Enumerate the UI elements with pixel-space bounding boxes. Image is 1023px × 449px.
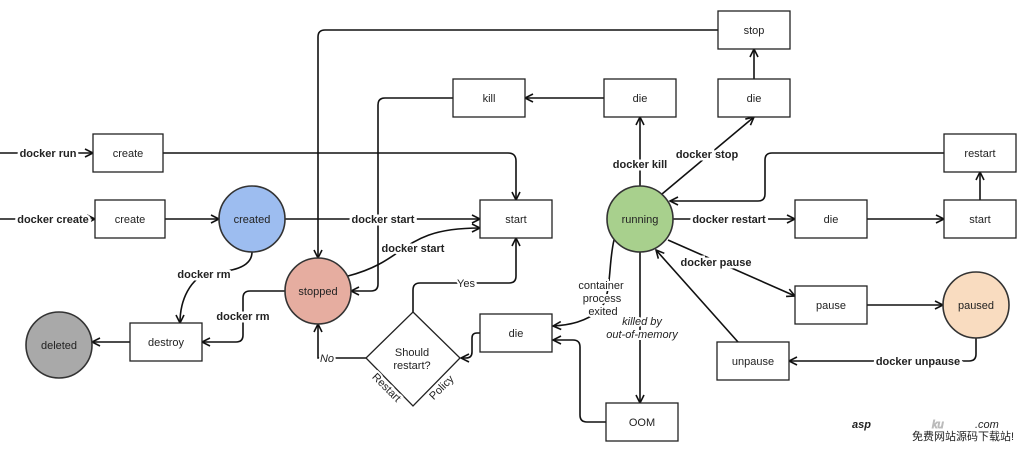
svg-text:docker stop: docker stop — [676, 149, 739, 161]
box-start: start — [479, 199, 553, 239]
svg-text:die: die — [633, 93, 648, 105]
box-pause: pause — [794, 285, 868, 325]
svg-text:killed by: killed by — [622, 316, 663, 328]
box-die-stop: die — [717, 78, 791, 118]
svg-text:docker pause: docker pause — [681, 257, 752, 269]
svg-text:running: running — [622, 214, 659, 226]
svg-text:destroy: destroy — [148, 337, 185, 349]
svg-text:deleted: deleted — [41, 340, 77, 352]
svg-text:out-of-memory: out-of-memory — [606, 329, 679, 341]
command-labels: docker run docker create docker start do… — [15, 146, 963, 371]
svg-text:stop: stop — [744, 25, 765, 37]
svg-text:docker rm: docker rm — [177, 269, 230, 281]
svg-text:ku: ku — [932, 419, 944, 431]
svg-text:docker start: docker start — [382, 243, 445, 255]
svg-text:die: die — [824, 214, 839, 226]
svg-text:restart?: restart? — [393, 360, 430, 372]
svg-text:docker create: docker create — [17, 214, 89, 226]
svg-text:die: die — [509, 328, 524, 340]
annotations: container process exited killed by out-o… — [576, 278, 681, 343]
state-created: created — [218, 185, 286, 253]
svg-text:Should: Should — [395, 347, 429, 359]
box-unpause: unpause — [716, 341, 790, 381]
state-running: running — [606, 185, 674, 253]
svg-text:exited: exited — [588, 306, 617, 318]
box-create-run: create — [92, 133, 164, 173]
svg-text:Yes: Yes — [457, 278, 475, 290]
box-kill: kill — [452, 78, 526, 118]
box-oom: OOM — [605, 402, 679, 442]
svg-text:pause: pause — [816, 300, 846, 312]
state-deleted: deleted — [25, 311, 93, 379]
svg-text:process: process — [583, 293, 622, 305]
svg-text:die: die — [747, 93, 762, 105]
svg-text:start: start — [505, 214, 526, 226]
svg-text:免费网站源码下载站!: 免费网站源码下载站! — [912, 429, 1014, 443]
box-die-exit: die — [479, 313, 553, 353]
svg-text:asp: asp — [852, 419, 871, 431]
box-create-create: create — [94, 199, 166, 239]
box-stop: stop — [717, 10, 791, 50]
svg-text:.com: .com — [975, 419, 999, 431]
svg-text:docker rm: docker rm — [216, 311, 269, 323]
svg-text:container: container — [578, 280, 624, 292]
svg-text:unpause: unpause — [732, 356, 774, 368]
svg-text:restart: restart — [964, 148, 995, 160]
svg-text:stopped: stopped — [298, 286, 337, 298]
svg-text:paused: paused — [958, 300, 994, 312]
box-start-restart: start — [943, 199, 1017, 239]
svg-text:create: create — [113, 148, 144, 160]
svg-text:docker start: docker start — [352, 214, 415, 226]
svg-text:docker restart: docker restart — [692, 214, 766, 226]
box-restart: restart — [943, 133, 1017, 173]
svg-text:start: start — [969, 214, 990, 226]
svg-text:docker unpause: docker unpause — [876, 356, 960, 368]
svg-text:OOM: OOM — [629, 417, 655, 429]
svg-text:docker run: docker run — [20, 148, 77, 160]
watermark-logo: asp ku .com 免费网站源码下载站! — [852, 419, 1014, 444]
svg-text:docker kill: docker kill — [613, 159, 667, 171]
box-destroy: destroy — [129, 322, 203, 362]
svg-text:kill: kill — [483, 93, 496, 105]
box-die-restart: die — [794, 199, 868, 239]
edges — [0, 29, 980, 423]
svg-text:created: created — [234, 214, 271, 226]
box-die-kill: die — [603, 78, 677, 118]
svg-text:create: create — [115, 214, 146, 226]
svg-text:No: No — [320, 353, 334, 365]
state-stopped: stopped — [284, 257, 352, 325]
state-paused: paused — [942, 271, 1010, 339]
